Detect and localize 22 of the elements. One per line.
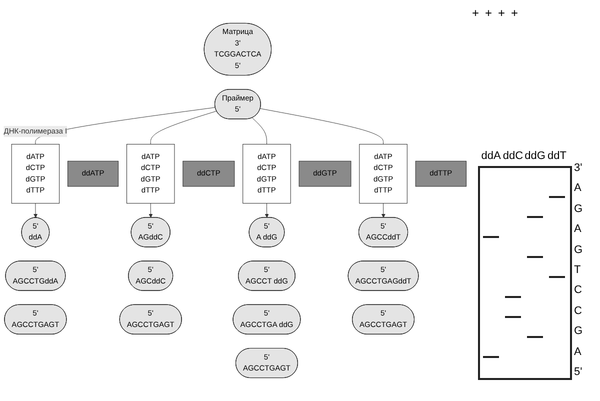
sequence-letter: A [574,223,582,236]
sequence-letter: G [574,325,583,338]
sequence-letter: C [574,284,582,296]
plus-sign: + [485,6,492,20]
lane-label: ddT [546,150,568,162]
plus-sign: + [511,6,518,20]
lane-label: ddA [480,150,502,162]
sequence-letter: G [574,244,583,256]
sequence-letter: 3' [574,162,582,174]
lane-label: ddC [502,150,524,162]
plus-sign: + [472,6,480,20]
connector [260,108,384,144]
sequence-letter: T [574,264,581,276]
sequence-letter: A [574,346,582,358]
lane-label: ddG [524,150,546,162]
connector [150,110,217,144]
sequence-letter: C [574,304,582,317]
plus-sign: + [498,6,506,20]
sequence-letter: G [574,202,583,215]
connector [252,118,267,144]
sequence-letter: A [574,182,582,194]
sequence-letter: 5' [574,366,582,378]
